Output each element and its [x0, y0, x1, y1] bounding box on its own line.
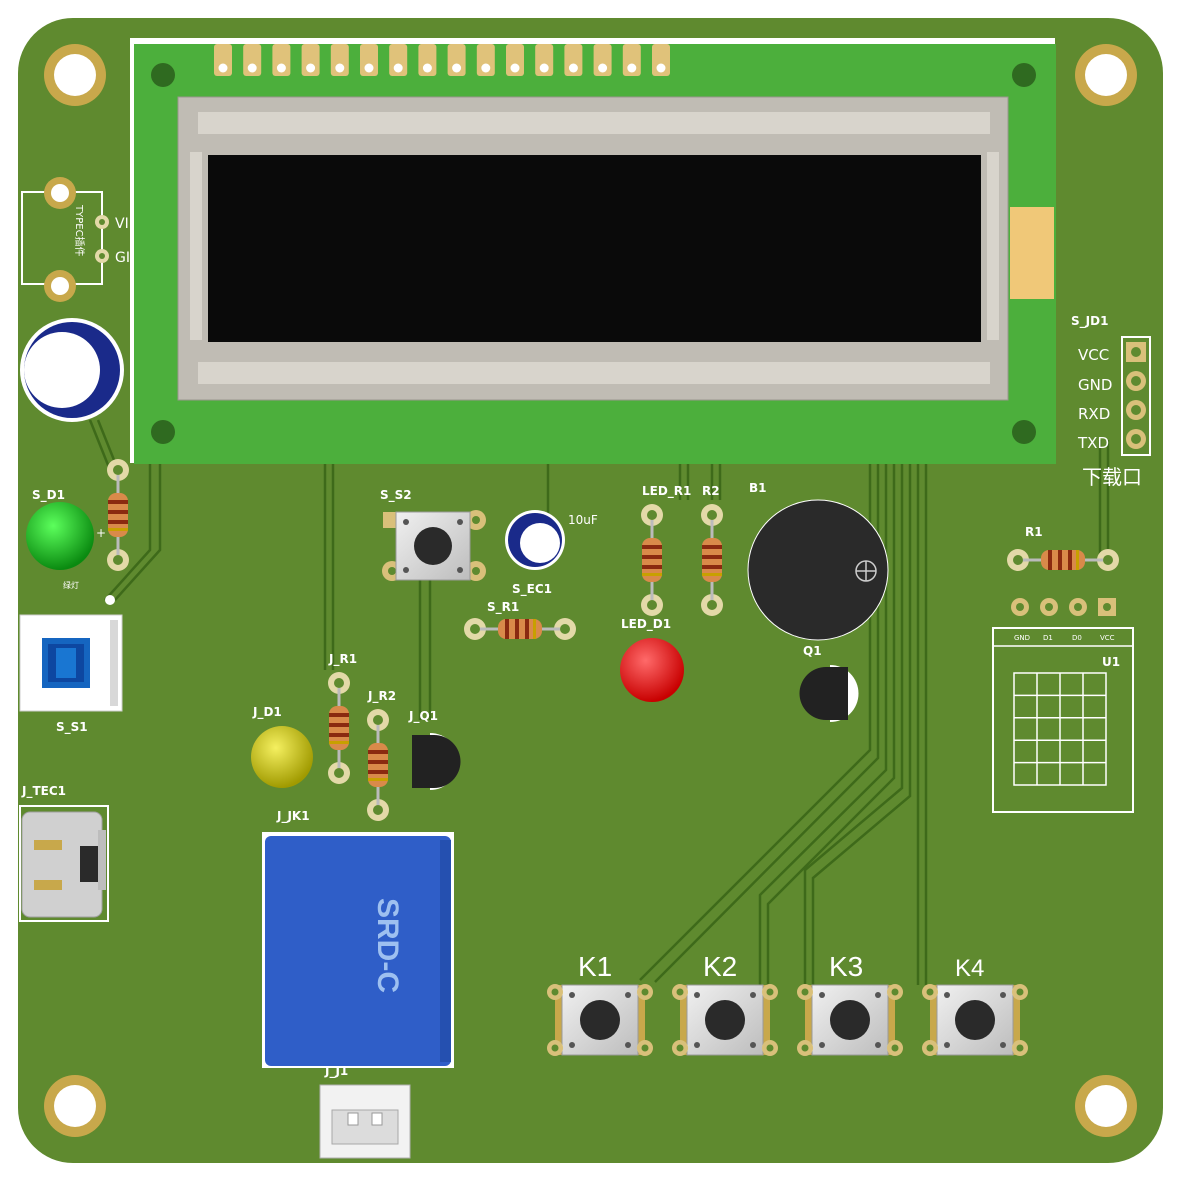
lcd-pin-hole: [335, 63, 345, 73]
gi-label: GI: [115, 250, 130, 266]
k3-label: K3: [829, 951, 863, 982]
j-r2-label: J_R2: [367, 689, 396, 704]
k4-label: K4: [955, 955, 984, 982]
lcd-pin-hole: [393, 63, 403, 73]
k2-label: K2: [703, 951, 737, 982]
lcd-pin-hole: [276, 63, 286, 73]
lcd-pin-hole: [247, 63, 257, 73]
u1-label: U1: [1102, 655, 1120, 669]
green-led: S_D1 + 绿灯: [26, 488, 115, 605]
s-ec1-capacitor: 10uF S_EC1: [505, 510, 598, 597]
j-jk1-label: J_JK1: [276, 809, 310, 824]
s-jd1-label: S_JD1: [1071, 314, 1108, 329]
lcd-pin-hole: [568, 63, 578, 73]
k3-button[interactable]: K3: [796, 951, 904, 1057]
vcc-label: VCC: [1078, 346, 1109, 364]
lcd-pin-hole: [510, 63, 520, 73]
lcd-backlight-pad: [1010, 207, 1054, 299]
b1-label: B1: [749, 481, 767, 495]
usb-c-connector[interactable]: J_TEC1: [19, 784, 109, 922]
txd-label: TXD: [1077, 434, 1109, 452]
lcd-pin-hole: [627, 63, 637, 73]
q1-label: Q1: [803, 644, 822, 658]
lcd-pin-hole: [422, 63, 432, 73]
resistor-r1: [1005, 547, 1121, 573]
resistor-s-d1: [105, 457, 131, 573]
lcd-pin-hole: [218, 63, 228, 73]
led-r1-label: LED_R1: [642, 484, 691, 499]
copper-traces: [88, 419, 1110, 985]
lcd-pin-hole: [452, 63, 462, 73]
led-d1-label: LED_D1: [621, 617, 671, 632]
j-tec1-label: J_TEC1: [21, 784, 66, 799]
u1-module: GND D1 D0 VCC U1: [992, 598, 1134, 813]
plus-sign: +: [96, 526, 106, 540]
q1-transistor: Q1: [799, 644, 859, 722]
lcd-pin-hole: [598, 63, 608, 73]
s-s2-label: S_S2: [380, 488, 412, 503]
mounting-hole: [1075, 1075, 1137, 1137]
s-s1-label: S_S1: [56, 720, 88, 735]
lcd-pin-hole: [539, 63, 549, 73]
j-q1-label: J_Q1: [408, 709, 438, 724]
r1-label: R1: [1025, 525, 1043, 539]
lcd-pin-hole: [656, 63, 666, 73]
s-s1-switch[interactable]: S_S1: [19, 614, 123, 735]
relay: J_JK1 SRD-C: [262, 809, 454, 1068]
mounting-hole: [44, 1075, 106, 1137]
k1-button[interactable]: K1: [546, 951, 654, 1057]
s-r1-label: S_R1: [487, 600, 519, 615]
vi-label: VI: [115, 216, 129, 232]
lcd-header-pins: [214, 44, 670, 76]
lcd-screen: [208, 155, 981, 342]
rxd-label: RXD: [1078, 405, 1110, 423]
cap-value-label: 10uF: [568, 513, 598, 527]
typec-plugin-label: TYPEC插件: [73, 204, 86, 257]
r2-label: R2: [702, 484, 720, 498]
u1-vcc-label: VCC: [1100, 634, 1115, 642]
electrolytic-capacitor-large: [20, 318, 124, 422]
lcd-module: [130, 38, 1056, 464]
s-d1-note: 绿灯: [63, 580, 79, 590]
resistor-led-r1: [639, 502, 665, 618]
k1-label: K1: [578, 951, 612, 982]
u1-d1-label: D1: [1043, 634, 1053, 642]
u1-d0-label: D0: [1072, 634, 1082, 642]
j-q1-transistor: J_Q1: [408, 709, 461, 790]
s-s2-button[interactable]: S_S2: [380, 488, 486, 581]
lcd-pin-hole: [481, 63, 491, 73]
gnd-label: GND: [1078, 376, 1112, 394]
s-ec1-label: S_EC1: [512, 582, 552, 597]
resistor-j-r2: [365, 707, 391, 823]
buzzer: B1: [747, 481, 889, 641]
j-d1-label: J_D1: [252, 705, 282, 720]
red-led: LED_D1: [620, 617, 684, 702]
resistor-r2: [699, 502, 725, 618]
u1-gnd-label: GND: [1014, 634, 1030, 642]
yellow-led: J_D1: [251, 705, 313, 788]
k4-button[interactable]: K4: [921, 955, 1029, 1057]
download-port-label: 下载口: [1082, 465, 1142, 489]
j-j1-label: J_J1: [324, 1064, 348, 1079]
s-d1-label: S_D1: [32, 488, 65, 503]
k2-button[interactable]: K2: [671, 951, 779, 1057]
resistor-j-r1: [326, 670, 352, 786]
j-r1-label: J_R1: [328, 652, 357, 667]
mounting-hole: [1075, 44, 1137, 106]
download-header: S_JD1 VCC GND RXD TXD 下载口: [1071, 314, 1151, 489]
j-j1-connector[interactable]: J_J1: [319, 1064, 411, 1159]
resistor-s-r1: [462, 616, 578, 642]
relay-model-text: SRD-C: [371, 898, 404, 993]
lcd-pin-hole: [306, 63, 316, 73]
mounting-hole: [44, 44, 106, 106]
typec-plugin: TYPEC插件 VI GI: [21, 177, 130, 302]
lcd-pin-hole: [364, 63, 374, 73]
